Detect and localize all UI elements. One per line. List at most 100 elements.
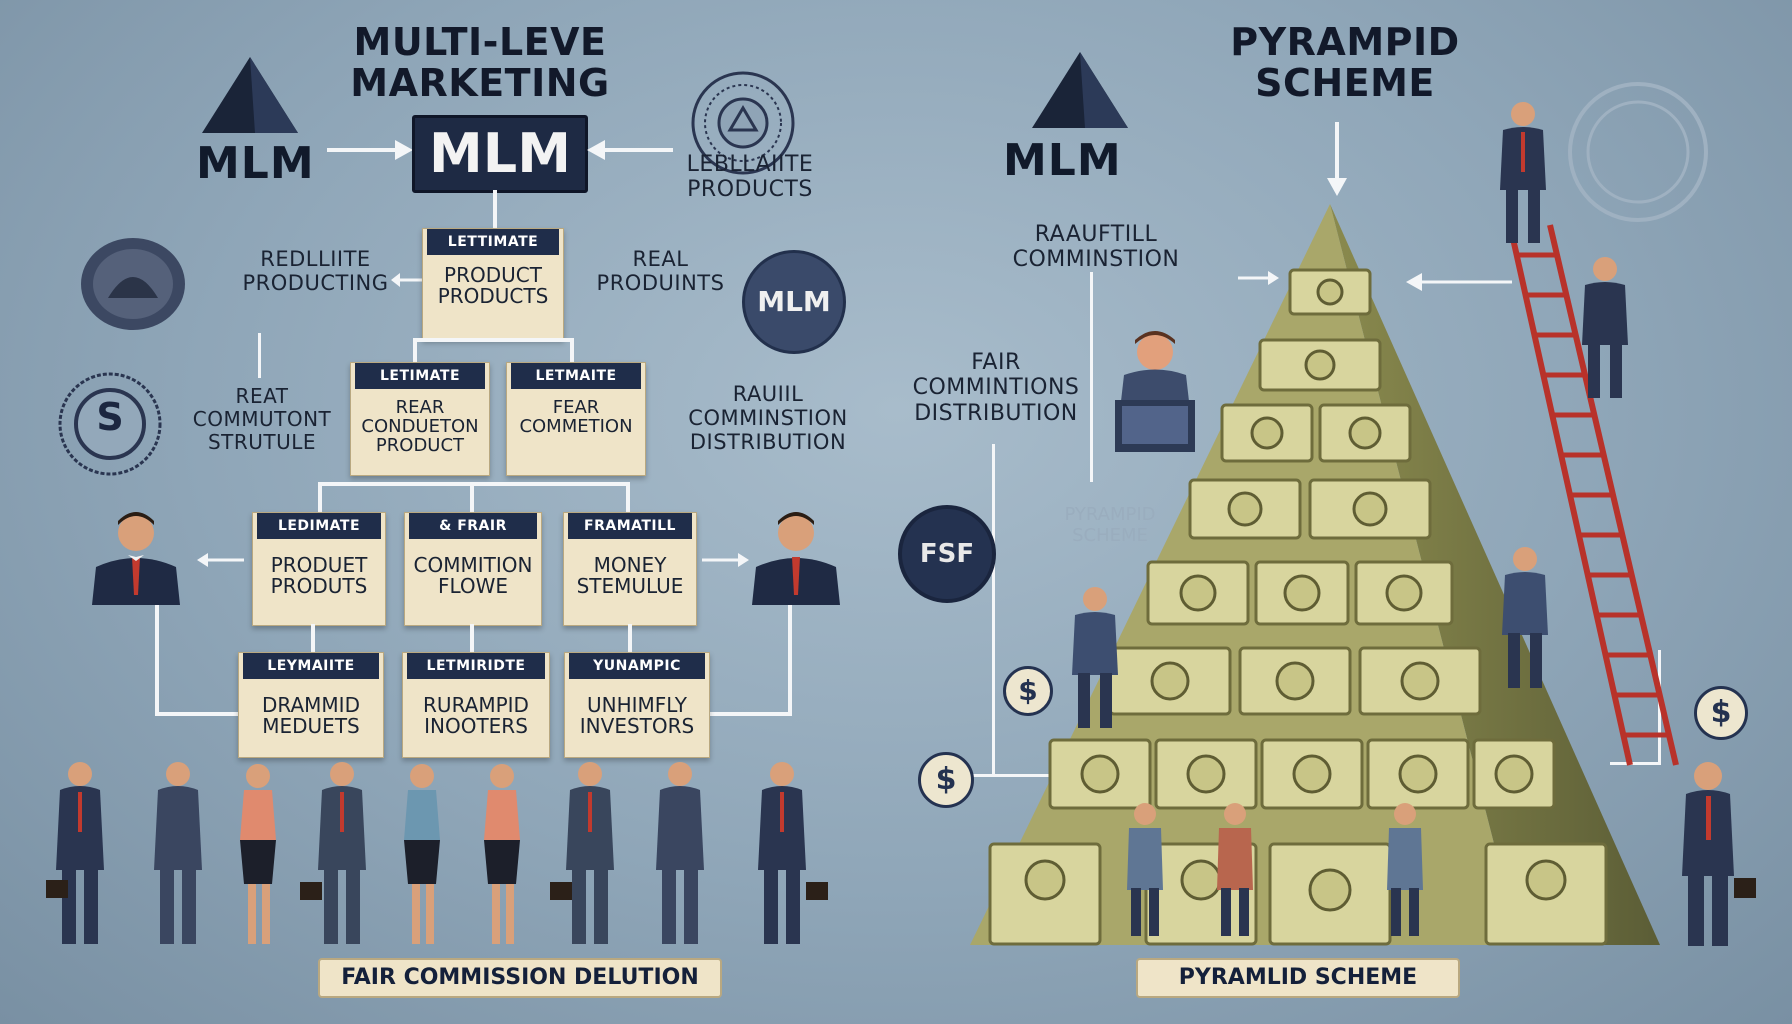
laptop-man-icon — [1115, 331, 1195, 452]
mlm-logo-text: MLM — [196, 138, 315, 189]
climber-figure-icon — [1582, 257, 1628, 398]
pyramid-title-line2: SCHEME — [1255, 61, 1435, 106]
connector — [706, 712, 792, 716]
faint-pyramid-label: PYRAMPID SCHEME — [1040, 504, 1180, 546]
flow-card-4-line2: PRODUTS — [270, 574, 368, 598]
arrow-down-icon — [1327, 122, 1347, 196]
mlm-triangle-logo-icon — [1032, 52, 1128, 128]
dollar-coin-icon: $ — [918, 752, 974, 808]
side-label-right2-line3: DISTRIBUTION — [689, 430, 847, 455]
products-label-line2: PRODUCTS — [687, 177, 813, 203]
flow-card-6-line2: STEMULUE — [576, 574, 684, 598]
flow-card-5-head: & FRAIR — [409, 513, 537, 539]
flow-card-2-head: LETIMATE — [355, 363, 485, 389]
connector — [311, 624, 315, 654]
pyramid-label-mid: FAIR COMMINTIONS DISTRIBUTION — [896, 350, 1096, 426]
connector — [570, 338, 574, 364]
flow-card-9-head: YUNAMPIC — [569, 653, 705, 679]
flow-card-5-line1: COMMITION — [413, 553, 533, 577]
flow-card-4-body: PRODUET PRODUTS — [253, 539, 385, 597]
businessman-figure-icon — [1682, 762, 1756, 946]
legit-seal-icon — [691, 71, 795, 175]
faint-pyramid-label-line2: SCHEME — [1072, 524, 1148, 546]
flow-card-9-line2: INVESTORS — [579, 714, 695, 738]
arrow-left-icon — [587, 140, 673, 160]
flow-card-4-line1: PRODUET — [270, 553, 368, 577]
arrow-left-small-icon — [391, 273, 424, 287]
connector — [470, 624, 474, 654]
connector — [258, 333, 261, 378]
flow-card-2-line2: CONDUETON — [361, 415, 479, 437]
connector — [318, 482, 322, 512]
base-figures-illustration — [1127, 803, 1423, 936]
connector — [318, 482, 630, 486]
flow-card-5-body: COMMITION FLOWE — [405, 539, 541, 597]
flow-card-2: LETIMATE REAR CONDUETON PRODUCT — [350, 362, 490, 476]
flow-card-1-line1: PRODUCT — [444, 263, 542, 287]
flow-card-3-head: LETMAITE — [511, 363, 641, 389]
flow-card-7-head: LEYMAIITE — [243, 653, 379, 679]
flow-card-1-head: LETTIMATE — [427, 229, 559, 255]
side-label-right2-line1: RAUIIL — [732, 382, 804, 406]
pyramid-label-mid-line1: FAIR — [971, 350, 1021, 375]
mlm-badge: MLM — [742, 250, 846, 354]
flow-card-6-head: FRAMATILL — [568, 513, 692, 539]
flow-card-7-line1: DRAMMID — [262, 693, 360, 717]
ladder-icon — [1507, 224, 1679, 766]
team-people-illustration — [46, 762, 828, 944]
flow-card-8: LETMIRIDTE RURAMPID INOOTERS — [402, 652, 550, 758]
flow-card-7-body: DRAMMID MEDUETS — [239, 679, 383, 737]
side-label-right-line1: REAL — [632, 247, 689, 271]
flow-card-6-line1: MONEY — [593, 553, 667, 577]
pyramid-logo-text: MLM — [1003, 135, 1122, 186]
mlm-center-box: MLM — [412, 115, 588, 193]
pyramid-label-mid-line3: DISTRIBUTION — [914, 400, 1078, 426]
connector — [1090, 272, 1093, 482]
businessman-avatar-icon — [92, 512, 180, 605]
products-label: LEBLLAIITE PRODUCTS — [670, 152, 830, 203]
climber-figure-icon — [1500, 102, 1546, 243]
connector — [992, 444, 995, 774]
flow-card-1-body: PRODUCT PRODUCTS — [423, 255, 563, 307]
flow-card-6: FRAMATILL MONEY STEMULUE — [563, 512, 697, 626]
mlm-title-line2: MARKETING — [350, 61, 610, 106]
flow-card-8-head: LETMIRIDTE — [407, 653, 545, 679]
pyramid-label-top-line1: RAAUFTILL — [1034, 222, 1158, 247]
pyramid-title-line1: PYRAMPID — [1230, 20, 1460, 64]
flow-card-8-line1: RURAMPID — [423, 693, 529, 717]
pyramid-footer-label: PYRAMLID SCHEME — [1136, 958, 1460, 998]
side-label-left2-line2: COMMUTONT — [192, 407, 332, 431]
connector — [155, 605, 159, 715]
connector — [493, 190, 497, 230]
connector — [413, 338, 573, 342]
connector — [628, 624, 632, 654]
flow-card-3-line2: COMMETION — [519, 415, 633, 437]
side-label-left-line1: REDLLIITE — [260, 247, 371, 271]
side-label-right2-line2: COMMINSTION — [688, 406, 848, 431]
side-label-left2-line1: REAT — [235, 384, 289, 408]
flow-card-3-body: FEAR COMMETION — [507, 389, 645, 437]
dollar-seal-text: S — [96, 395, 124, 439]
hand-coin-badge-icon — [81, 238, 185, 330]
connector — [1610, 762, 1661, 765]
flow-card-8-body: RURAMPID INOOTERS — [403, 679, 549, 737]
dollar-coin-icon: $ — [1003, 666, 1053, 716]
flow-card-5-line2: FLOWE — [437, 574, 509, 598]
mlm-footer-label: FAIR COMMISSION DELUTION — [318, 958, 722, 998]
arrow-left-icon — [1406, 273, 1512, 291]
connector — [788, 605, 792, 715]
flow-card-3: LETMAITE FEAR COMMETION — [506, 362, 646, 476]
businessman-avatar-icon — [752, 512, 840, 605]
side-label-right: REAL PRODUINTS — [583, 247, 738, 295]
side-label-right-line2: PRODUINTS — [596, 271, 725, 296]
flow-card-9: YUNAMPIC UNHIMFLY INVESTORS — [564, 652, 710, 758]
flow-card-7: LEYMAIITE DRAMMID MEDUETS — [238, 652, 384, 758]
mlm-title-line1: MULTI-LEVE — [353, 20, 607, 64]
connector — [970, 774, 1070, 777]
pyramid-label-top: RAAUFTILL COMMINSTION — [996, 222, 1196, 273]
flow-card-4-head: LEDIMATE — [257, 513, 381, 539]
flow-card-7-line2: MEDUETS — [262, 714, 360, 738]
side-label-left2-line3: STRUTULE — [207, 430, 317, 454]
flow-card-2-body: REAR CONDUETON PRODUCT — [351, 389, 489, 456]
money-pyramid-illustration — [970, 204, 1660, 946]
